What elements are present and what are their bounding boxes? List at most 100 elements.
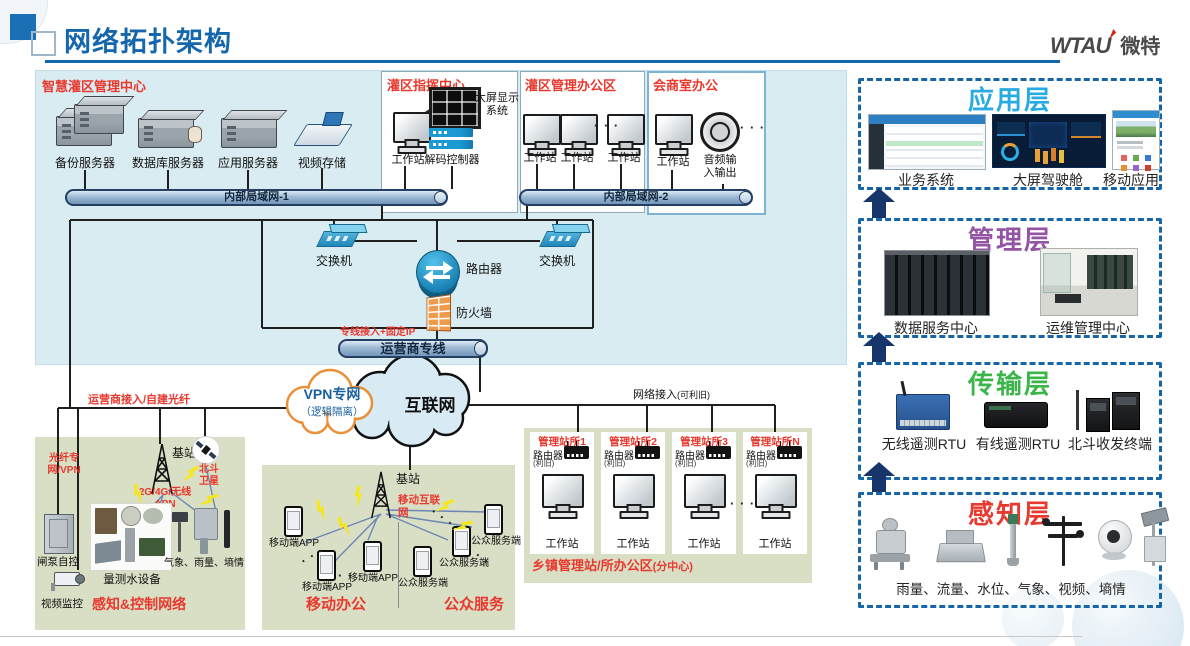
- public-client-label: 公众服务端: [439, 558, 489, 569]
- switch-label: 交换机: [538, 254, 575, 268]
- app-server-label: 应用服务器: [217, 156, 278, 170]
- station-name: 管理站所3: [680, 436, 728, 448]
- station-reuse-note: (利旧): [604, 459, 626, 468]
- workstation-icon: [655, 114, 693, 145]
- water-measure-label: 量测水设备: [103, 574, 161, 586]
- smart-center-title: 智慧灌区管理中心: [42, 79, 147, 94]
- phone-icon: [484, 504, 503, 535]
- level-sensor-icon: [1004, 514, 1022, 568]
- logo-wtau: WTAU: [1050, 33, 1111, 58]
- station-router-label: 路由器: [746, 451, 776, 462]
- beidou-antenna-image: [1076, 390, 1079, 430]
- public-service-title: 公众服务: [444, 596, 505, 613]
- router-label: 路由器: [465, 262, 502, 276]
- lan1-bus: 内部局域网-1: [65, 189, 448, 206]
- ellipsis: · · ·: [730, 496, 756, 511]
- vpn-cloud-note: （逻辑隔离）: [300, 406, 364, 418]
- decoder-icon: [429, 140, 473, 149]
- network-access-label: 网络接入(可利旧): [630, 389, 713, 403]
- station-reuse-note: (利旧): [675, 459, 697, 468]
- public-client-label: 公众服务端: [471, 536, 521, 547]
- workstation-label: 工作站: [656, 156, 690, 168]
- workstation-icon: [523, 114, 561, 145]
- title-underline: [45, 60, 1060, 63]
- workstation-label: 工作站: [758, 538, 792, 550]
- title-square-outline-icon: [31, 31, 56, 56]
- station-name: 管理站所1: [538, 436, 586, 448]
- workstation-label: 工作站: [616, 538, 650, 550]
- base-station-tower-icon: [146, 442, 178, 501]
- transmission-layer-title: 传输层: [967, 369, 1052, 399]
- footer-line: [0, 636, 1082, 637]
- up-arrow-icon: [862, 462, 896, 492]
- mobile-public-box: [262, 465, 515, 630]
- station-column: 管理站所N 路由器 (利旧) 工作站: [743, 432, 807, 554]
- wired-rtu-image: [984, 402, 1048, 428]
- flume-icon: [936, 530, 986, 564]
- workstation-icon: [560, 114, 598, 145]
- workstation-label: 工作站: [687, 538, 721, 550]
- phone-icon: [317, 550, 336, 581]
- workstation-icon: [613, 474, 655, 508]
- ellipsis: · · ·: [594, 118, 620, 133]
- leased-line-note: 专线接入+固定IP: [340, 327, 416, 338]
- backup-server-label: 备份服务器: [54, 156, 115, 170]
- workstation-icon: [393, 112, 431, 143]
- station-router-icon: [564, 441, 589, 459]
- business-system-image: [868, 114, 986, 170]
- ellipsis: · · ·: [338, 568, 364, 583]
- up-arrow-icon: [862, 188, 896, 218]
- station-column: 管理站所3 路由器 (利旧) 工作站: [672, 432, 736, 554]
- data-center-image: [884, 250, 990, 316]
- workstation-label: 工作站: [391, 154, 425, 166]
- beidou-terminal-image: [1086, 398, 1110, 432]
- beidou-satellite-icon: [192, 436, 220, 464]
- workstation-icon: [755, 474, 797, 508]
- station-reuse-note: (利旧): [533, 459, 555, 468]
- workstation-icon: [607, 114, 645, 145]
- beidou-label: 北斗卫星: [199, 464, 219, 487]
- video-wall-icon: [429, 87, 481, 129]
- firewall-icon: [426, 294, 452, 332]
- station-router-label: 路由器: [533, 451, 563, 462]
- logo-cn: 微特: [1120, 36, 1161, 58]
- workstation-label: 工作站: [607, 152, 641, 164]
- router-icon: [416, 250, 460, 294]
- phone-icon: [284, 506, 303, 537]
- station-name: 管理站所N: [750, 436, 800, 448]
- video-storage-label: 视频存储: [297, 156, 346, 170]
- page-title: 网络拓扑架构: [64, 27, 232, 57]
- public-client-label: 公众服务端: [398, 578, 448, 589]
- workstation-label: 工作站: [545, 538, 579, 550]
- station-name: 管理站所2: [609, 436, 657, 448]
- perception-devices-label: 雨量、流量、水位、气象、视频、墒情: [896, 582, 1126, 597]
- fiber-vpn-note: 光纤专网/VPN: [47, 453, 81, 476]
- decoder-label: 解码控制器: [424, 154, 480, 166]
- meeting-room-title: 会商室办公: [653, 78, 719, 93]
- station-column: 管理站所2 路由器 (利旧) 工作站: [601, 432, 665, 554]
- station-router-icon: [706, 441, 731, 459]
- base-station-label: 基站: [396, 472, 421, 486]
- gate-pump-label: 闸泵自控: [37, 556, 79, 568]
- phone-icon: [363, 541, 382, 572]
- mobile-app-label: 移动端APP: [268, 538, 319, 549]
- sensing-network-title: 感知&控制网络: [92, 596, 187, 612]
- mobile-internet-note: 移动互联网: [398, 494, 440, 519]
- weather-station-icon: [1040, 514, 1086, 568]
- carrier-access-note: 运营商接入/自建光纤: [88, 394, 191, 406]
- dashboard-label: 大屏驾驶舱: [1013, 172, 1083, 188]
- workstation-icon: [684, 474, 726, 508]
- switch-label: 交换机: [315, 254, 352, 268]
- database-server-label: 数据库服务器: [131, 156, 204, 170]
- leased-line-bus: 运营商专线: [338, 339, 488, 358]
- application-layer-title: 应用层: [967, 85, 1052, 115]
- ops-center-image: [1040, 248, 1138, 316]
- video-camera-icon: [51, 572, 85, 591]
- ellipsis: · · ·: [740, 120, 766, 135]
- phone-icon: [452, 526, 471, 557]
- station-column: 管理站所1 路由器 (利旧) 工作站: [530, 432, 594, 554]
- app-server-icon: [221, 118, 277, 148]
- station-router-icon: [635, 441, 660, 459]
- workstation-label: 工作站: [523, 152, 557, 164]
